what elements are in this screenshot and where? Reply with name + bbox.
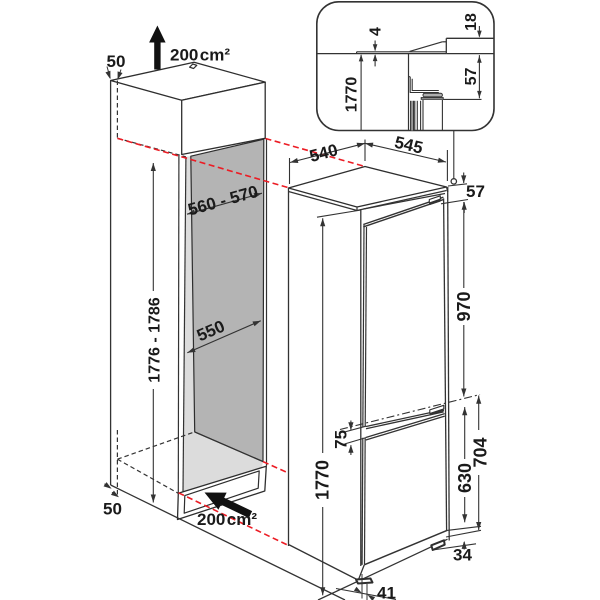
svg-text:50: 50	[103, 500, 122, 519]
svg-text:200 cm²: 200 cm²	[170, 46, 230, 65]
svg-text:1770: 1770	[343, 77, 360, 113]
svg-text:630: 630	[455, 463, 475, 493]
svg-text:57: 57	[463, 68, 480, 86]
svg-text:200 cm²: 200 cm²	[197, 510, 257, 529]
svg-text:1770: 1770	[313, 460, 333, 500]
svg-text:34: 34	[453, 546, 472, 565]
svg-text:75: 75	[332, 430, 351, 449]
svg-text:57: 57	[466, 182, 485, 201]
svg-text:50: 50	[107, 52, 126, 71]
svg-text:704: 704	[471, 437, 491, 467]
svg-text:970: 970	[454, 291, 474, 321]
svg-text:4: 4	[368, 27, 385, 36]
svg-text:1776 - 1786: 1776 - 1786	[147, 297, 164, 383]
svg-text:41: 41	[377, 584, 396, 600]
svg-text:18: 18	[463, 13, 480, 31]
